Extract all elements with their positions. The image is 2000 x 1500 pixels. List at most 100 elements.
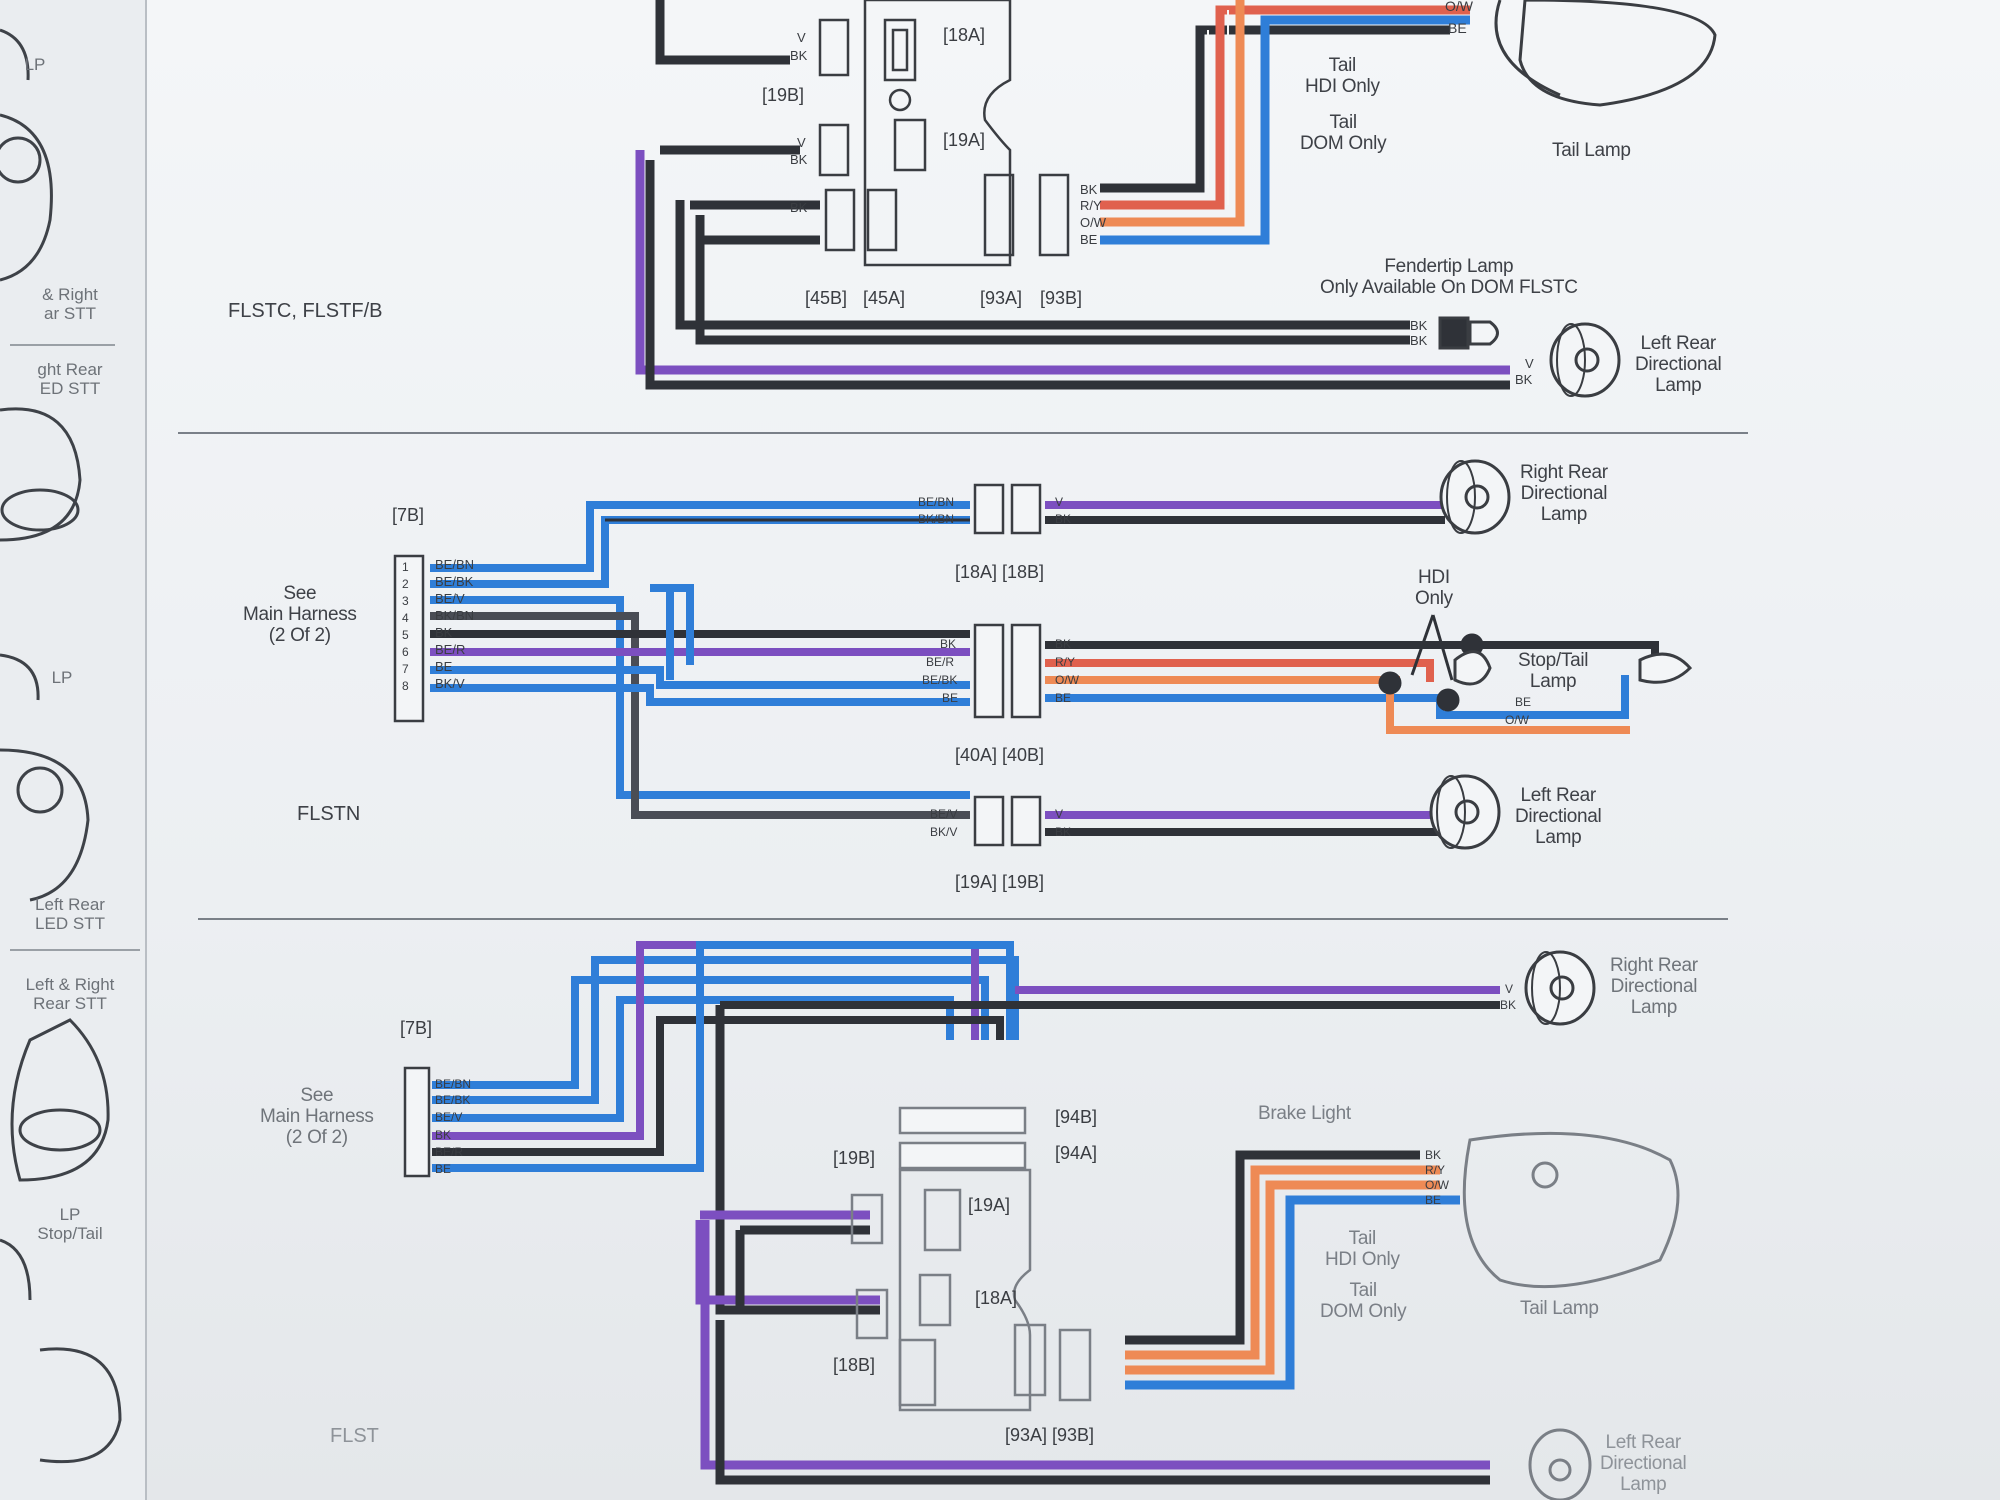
top-wire-be-tail <box>1100 15 1470 245</box>
bot-conn-18b <box>855 1288 889 1340</box>
strip-lamp-1-outline <box>0 28 30 81</box>
bot-see-main-harness: See Main Harness (2 Of 2) <box>260 1085 374 1148</box>
strip-label-lp-1: LP <box>24 55 46 74</box>
bot-pin-tag-5: BE/R <box>435 1145 464 1159</box>
left-strip: LP & Right ar STT ght Rear ED STT LP Lef… <box>0 0 147 1500</box>
mid-pin-5: 5 <box>402 628 409 642</box>
section-divider-1 <box>178 432 1748 434</box>
top-conn-19a-label: [19A] <box>943 130 986 150</box>
bot-conn-94b <box>898 1106 1027 1135</box>
mid-pin-tag-1: BE/BN <box>435 557 475 572</box>
bot-pin-tag-2: BE/BK <box>435 1093 471 1107</box>
mid-pin-tag-3: BE/V <box>435 591 465 606</box>
top-tail-lamp-label: Tail Lamp <box>1552 140 1631 161</box>
top-tail-lamp-body <box>1518 0 1717 107</box>
strip-lamp-3-outline <box>0 407 82 542</box>
bot-wire-ow-tail <box>1125 1180 1440 1375</box>
bot-conn-93-label: [93A] [93B] <box>1005 1425 1095 1445</box>
top-tail-dom-label: Tail DOM Only <box>1300 112 1387 154</box>
mid-tag-ow-2: O/W <box>1505 713 1529 727</box>
mid-pin-tag-5: BK <box>435 625 453 640</box>
top-tag-bk-3: BK <box>790 200 808 215</box>
mid-tag-bebk: BE/BK <box>922 673 958 687</box>
strip-lamp-4-outline <box>0 653 40 701</box>
bot-wire-pin1 <box>432 976 989 1089</box>
top-wire-bk-fender-1 <box>675 200 1410 330</box>
strip-lamp-2-bulb <box>0 136 42 184</box>
top-tag-be: BE <box>1448 20 1467 36</box>
bot-tail-lamp-label: Tail Lamp <box>1520 1298 1599 1319</box>
bot-wire-pin6 <box>432 941 1014 1172</box>
mid-conn-19-label: [19A] [19B] <box>955 872 1045 892</box>
top-tail-hdi-label: Tail HDI Only <box>1305 55 1380 97</box>
mid-conn-40b <box>1010 623 1042 719</box>
strip-label-left-right-stt: & Right ar STT <box>42 285 98 323</box>
top-tag-bk-fender-2: BK <box>1410 333 1428 348</box>
top-conn-45b <box>824 188 856 252</box>
top-model-label: FLSTC, FLSTF/B <box>228 300 383 322</box>
bottom-section-wires <box>432 941 1500 1485</box>
bot-conn-93b <box>1058 1328 1092 1402</box>
mid-left-rear-dir-lamp <box>1429 774 1501 850</box>
top-conn-19b-upper <box>818 18 850 77</box>
mid-wire-pin1 <box>430 501 970 572</box>
mid-wire-pin2 <box>430 516 970 588</box>
top-tail-lamp <box>1494 0 1717 107</box>
strip-lamp-8-outline <box>39 1347 122 1464</box>
strip-label-right-rear-led-stt: ght Rear ED STT <box>37 360 103 398</box>
mid-pin-2: 2 <box>402 577 409 591</box>
bot-conn-19b-label: [19B] <box>833 1148 876 1168</box>
bot-model-label: FLST <box>330 1425 379 1447</box>
top-wire-bk-fender-2 <box>695 215 1410 345</box>
top-left-rear-dir-lamp <box>1549 322 1621 398</box>
strip-lamp-3-lens <box>0 488 80 532</box>
top-section-wires <box>635 0 1510 390</box>
top-conn-93a <box>983 173 1015 257</box>
top-tag-be-2: BE <box>1080 232 1098 247</box>
top-wire-loop-1 <box>655 0 790 65</box>
bot-wire-violet-18 <box>695 1220 880 1305</box>
mid-stop-tail-lamps <box>1453 650 1693 686</box>
top-fendertip-label: Fendertip Lamp Only Available On DOM FLS… <box>1320 256 1578 298</box>
top-tag-bk-5: BK <box>1515 372 1533 387</box>
bot-wire-pin3 <box>432 996 954 1122</box>
mid-conn-18-label: [18A] [18B] <box>955 562 1045 582</box>
strip-lamp-7-outline <box>0 1238 32 1301</box>
bot-conn-94b-label: [94B] <box>1055 1107 1098 1127</box>
strip-label-left-right-rear-stt: Left & Right Rear STT <box>25 975 115 1013</box>
mid-wire-pin4 <box>430 612 970 819</box>
bot-conn-93a-inner <box>898 1338 937 1407</box>
mid-conn-18b <box>1010 483 1042 535</box>
bot-relay-18a <box>918 1273 952 1327</box>
top-fendertip-lamp <box>1438 316 1499 350</box>
mid-pin-tag-8: BK/V <box>435 676 465 691</box>
section-divider-2 <box>198 918 1728 920</box>
mid-tag-v: V <box>1055 495 1064 509</box>
bot-pin-tag-3: BE/V <box>435 1110 463 1124</box>
top-tag-bk-fender-1: BK <box>1410 318 1428 333</box>
bot-right-rear-dir-lamp <box>1524 950 1596 1026</box>
strip-label-lp-2: LP <box>51 668 73 687</box>
bottom-module-block <box>850 1106 1092 1412</box>
top-conn-18a-label: [18A] <box>943 25 986 45</box>
top-tag-ry: R/Y <box>1080 198 1102 213</box>
bot-conn-19b <box>850 1193 884 1245</box>
mid-pin-tag-6: BE/R <box>435 642 466 657</box>
mid-wire-ow-loop <box>1386 680 1630 734</box>
mid-model-label: FLSTN <box>297 803 361 825</box>
bot-left-rear-dir-lamp <box>1528 1428 1592 1500</box>
mid-tag-ber: BE/R <box>926 655 955 669</box>
mid-tag-bkv: BK/V <box>930 825 958 839</box>
mid-wire-pin3 <box>430 596 970 799</box>
mid-tag-be-2: BE <box>1055 691 1072 705</box>
mid-tag-bev: BE/V <box>930 807 958 821</box>
left-strip-lamps <box>0 28 140 1464</box>
mid-pin-tag-2: BE/BK <box>435 574 474 589</box>
mid-tag-be: BE <box>942 691 959 705</box>
top-conn-19b-label: [19B] <box>762 85 805 105</box>
top-tag-ow-2: O/W <box>1080 215 1106 230</box>
mid-pin-3: 3 <box>402 594 409 608</box>
mid-tag-bk: BK <box>1055 512 1072 526</box>
